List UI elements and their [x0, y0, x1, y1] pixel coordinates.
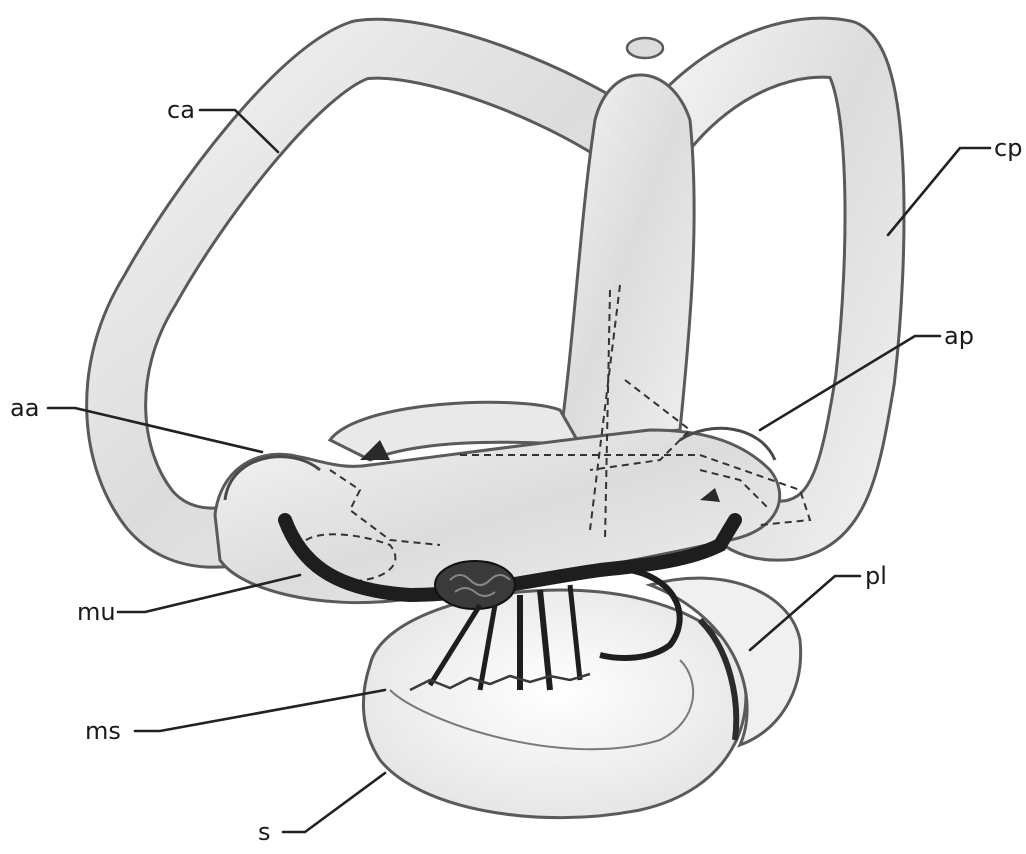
label-pl: pl [865, 562, 887, 590]
label-ca: ca [167, 96, 195, 124]
label-aa: aa [10, 394, 39, 422]
label-mu: mu [77, 598, 116, 626]
label-ap: ap [944, 322, 974, 350]
leader-s [283, 773, 385, 832]
leader-mu [118, 575, 300, 612]
saccule [363, 590, 745, 818]
leader-ms [135, 690, 385, 731]
label-s: s [258, 818, 271, 846]
ganglion [435, 561, 515, 609]
label-ms: ms [85, 717, 121, 745]
leader-aa [48, 408, 262, 452]
label-cp: cp [994, 134, 1022, 162]
